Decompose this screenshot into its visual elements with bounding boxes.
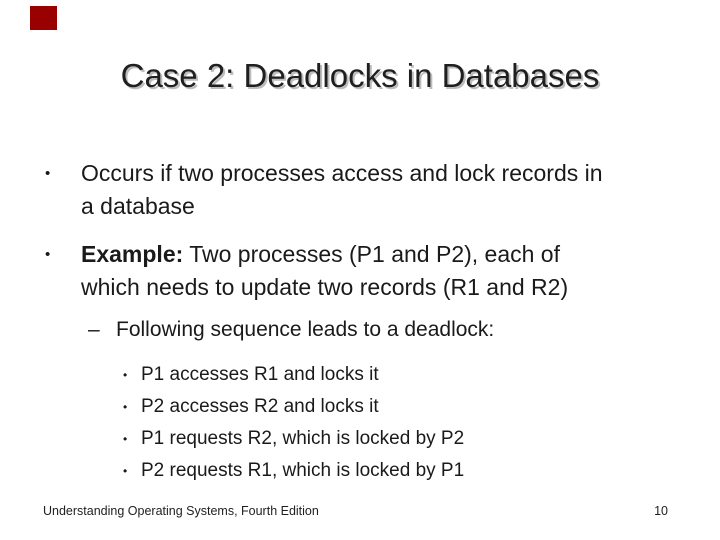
bullet-icon: • [45,246,51,263]
bullet-line: which needs to update two records (R1 an… [81,274,569,300]
bullet-item-occurs: • Occurs if two processes access and loc… [40,157,688,223]
bullet-item-example: • Example: Two processes (P1 and P2), ea… [40,238,688,304]
bullet-icon: • [45,165,51,182]
step-text: P2 accesses R2 and locks it [141,396,379,417]
step-text: P1 accesses R1 and locks it [141,364,379,385]
bullet-line: Occurs if two processes access and lock … [81,160,603,186]
bullet-line-rest: Two processes (P1 and P2), each of [183,241,560,267]
step-text: P2 requests R1, which is locked by P1 [141,460,465,481]
page-number: 10 [654,504,668,518]
step-item: • P2 requests R1, which is locked by P1 [123,455,688,487]
sub-bullet-item: – Following sequence leads to a deadlock… [88,315,688,345]
accent-block [30,6,57,30]
bullet-icon: • [123,464,128,478]
bullet-line: Example: Two processes (P1 and P2), each… [81,238,688,271]
bullet-icon: • [123,400,128,414]
bullet-icon: • [123,432,128,446]
bullet-text: Example: Two processes (P1 and P2), each… [81,238,688,304]
step-item: • P1 requests R2, which is locked by P2 [123,423,688,455]
bullet-icon: • [123,368,128,382]
bold-lead: Example: [81,241,184,267]
step-text: P1 requests R2, which is locked by P2 [141,428,465,449]
page-title: Case 2: Deadlocks in Databases [120,57,600,94]
dash-icon: – [88,318,100,341]
step-item: • P2 accesses R2 and locks it [123,391,688,423]
sub-bullet-text: Following sequence leads to a deadlock: [116,318,495,341]
slide-body: • Occurs if two processes access and loc… [40,157,688,487]
step-item: • P1 accesses R1 and locks it [123,359,688,391]
step-list: • P1 accesses R1 and locks it • P2 acces… [40,359,688,487]
bullet-text: Occurs if two processes access and lock … [81,157,688,223]
bullet-line: a database [81,193,195,219]
footer-title: Understanding Operating Systems, Fourth … [43,504,319,518]
